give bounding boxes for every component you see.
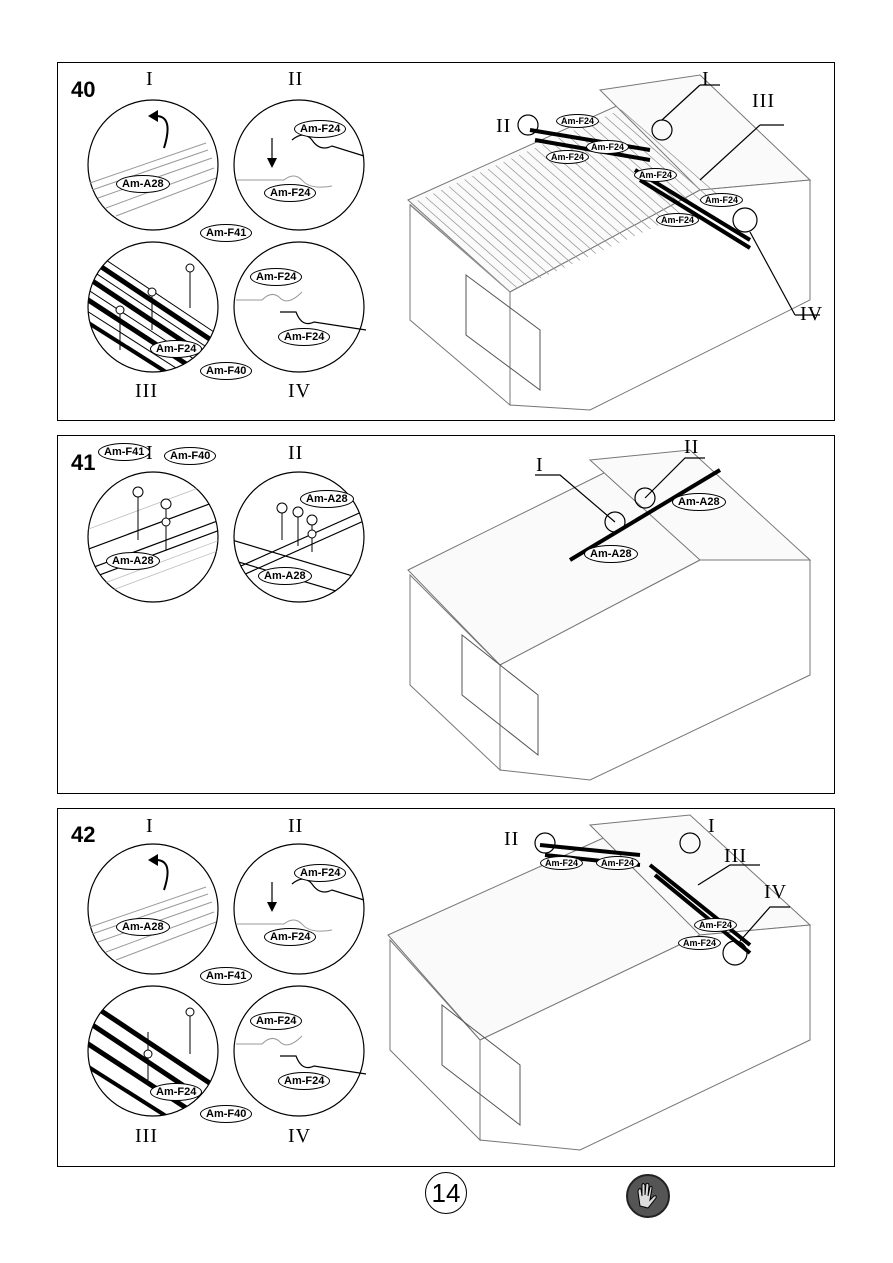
tag-am-f40: Am-F40 xyxy=(164,447,217,465)
step-number: 41 xyxy=(71,450,96,475)
tag-am-f24: Am-F24 xyxy=(150,340,203,358)
tag-am-f24: Am-F24 xyxy=(264,928,317,946)
detail-label-ii: II xyxy=(288,815,304,837)
detail-label-iii: III xyxy=(135,380,158,402)
tag-am-a28: Am-A28 xyxy=(116,918,170,936)
detail-label-i: I xyxy=(146,815,154,837)
tag-am-f24: Am-F24 xyxy=(264,184,317,202)
tag-am-a28: Am-A28 xyxy=(258,567,312,585)
main-label-iii: III xyxy=(724,845,747,867)
tag-am-a28: Am-A28 xyxy=(116,175,170,193)
detail-circle-ii xyxy=(233,843,365,975)
main-label-i: I xyxy=(702,68,710,90)
tag-am-f24: Am-F24 xyxy=(700,193,744,207)
tag-am-f24: Am-F24 xyxy=(694,918,738,932)
detail-label-ii: II xyxy=(288,442,304,464)
tag-am-a28: Am-A28 xyxy=(106,552,160,570)
main-label-iii: III xyxy=(752,90,775,112)
detail-circle-ii xyxy=(233,99,365,231)
main-label-i: I xyxy=(536,454,544,476)
shed-illustration xyxy=(407,74,820,411)
tag-am-f24: Am-F24 xyxy=(294,120,347,138)
tag-am-f24: Am-F24 xyxy=(546,150,590,164)
detail-label-i: I xyxy=(146,68,154,90)
tag-am-f41: Am-F41 xyxy=(200,967,253,985)
main-label-ii: II xyxy=(496,115,512,137)
tag-am-f40: Am-F40 xyxy=(200,362,253,380)
tag-am-f24: Am-F24 xyxy=(656,213,700,227)
main-label-ii: II xyxy=(504,828,520,850)
tag-am-f41: Am-F41 xyxy=(98,443,151,461)
tag-am-f24: Am-F24 xyxy=(278,1072,331,1090)
tag-am-f24: Am-F24 xyxy=(678,936,722,950)
tag-am-f24: Am-F24 xyxy=(150,1083,203,1101)
tag-am-a28: Am-A28 xyxy=(672,493,726,511)
main-label-i: I xyxy=(708,815,716,837)
main-label-iv: IV xyxy=(800,303,824,325)
detail-circle-i xyxy=(87,471,219,603)
detail-circle-i xyxy=(87,843,219,975)
tag-am-f24: Am-F24 xyxy=(250,268,303,286)
detail-label-iv: IV xyxy=(288,380,312,402)
page-number: 14 xyxy=(425,1172,467,1214)
detail-circle-i xyxy=(87,99,219,231)
tag-am-a28: Am-A28 xyxy=(300,490,354,508)
detail-label-iv: IV xyxy=(288,1125,312,1147)
step-number: 40 xyxy=(71,77,96,102)
tag-am-f41: Am-F41 xyxy=(200,224,253,242)
detail-circle-iii xyxy=(87,985,219,1117)
tag-am-f40: Am-F40 xyxy=(200,1105,253,1123)
detail-circle-iii xyxy=(87,241,219,373)
tag-am-f24: Am-F24 xyxy=(250,1012,303,1030)
tag-am-f24: Am-F24 xyxy=(556,114,600,128)
main-label-ii: II xyxy=(684,436,700,458)
detail-circle-iv xyxy=(233,241,367,373)
shed-illustration xyxy=(407,449,812,781)
step-number: 42 xyxy=(71,822,96,847)
detail-circle-iv xyxy=(233,985,367,1117)
detail-label-ii: II xyxy=(288,68,304,90)
gloves-icon xyxy=(626,1174,670,1218)
shed-illustration xyxy=(387,814,812,1151)
tag-am-f24: Am-F24 xyxy=(596,856,640,870)
main-label-iv: IV xyxy=(764,881,788,903)
tag-am-f24: Am-F24 xyxy=(278,328,331,346)
tag-am-a28: Am-A28 xyxy=(584,545,638,563)
detail-label-iii: III xyxy=(135,1125,158,1147)
tag-am-f24: Am-F24 xyxy=(586,140,630,154)
tag-am-f24: Am-F24 xyxy=(634,168,678,182)
detail-circle-ii xyxy=(233,471,365,603)
tag-am-f24: Am-F24 xyxy=(540,856,584,870)
tag-am-f24: Am-F24 xyxy=(294,864,347,882)
